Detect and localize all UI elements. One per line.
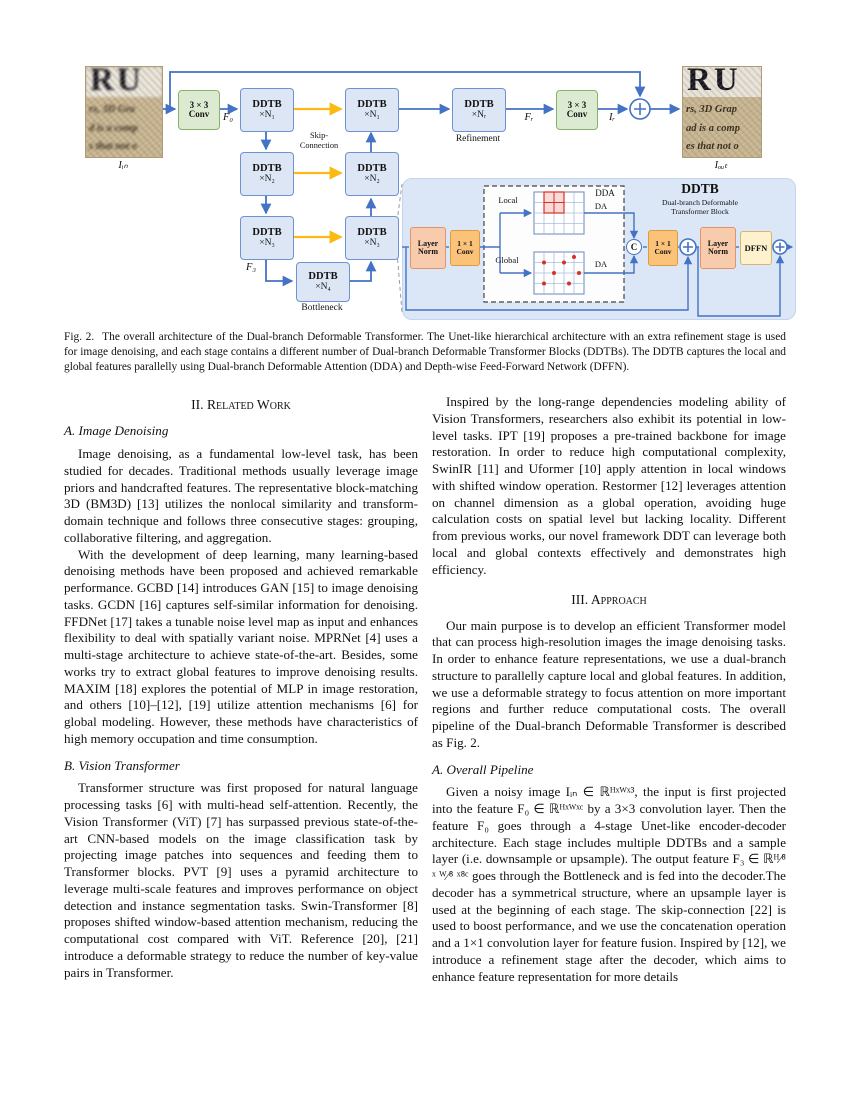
image-headline-text: RU [86, 67, 162, 97]
box-line: Conv [654, 247, 672, 256]
paragraph-approach-intro: Our main purpose is to develop an effici… [432, 617, 786, 750]
label-ir: Iᵣ [608, 112, 616, 123]
image-text-line: d is a comp [89, 122, 138, 134]
block-title: DDTB [357, 227, 387, 238]
global-attention-grid [533, 251, 585, 295]
block-title: DDTB [464, 99, 494, 110]
image-text-line: rs, 3D Gra [89, 104, 135, 115]
label-output-image: Iₒᵤₜ [714, 160, 728, 171]
ddtb-panel-subtitle: Dual-branch Deformable [661, 198, 739, 207]
label-f0: F₀ [222, 112, 234, 123]
block-count: ×N₁ [364, 110, 380, 121]
ddtb-block-refinement: DDTB ×Nᵣ [452, 88, 506, 132]
label-refinement: Refinement [455, 134, 501, 144]
block-title: DDTB [308, 271, 338, 282]
ddtb-panel-title: DDTB [681, 181, 719, 196]
block-title: DDTB [252, 227, 282, 238]
ddtb-block-enc1: DDTB ×N₁ [240, 88, 294, 132]
paragraph-vision-transformer: Transformer structure was first proposed… [64, 780, 418, 980]
ddtb-block-enc3: DDTB ×N₃ [240, 216, 294, 260]
figure-caption-tag: Fig. 2. [64, 331, 95, 343]
block-title: DDTB [252, 99, 282, 110]
conv-3x3-input: 3 × 3 Conv [178, 90, 220, 130]
block-count: ×N₃ [259, 238, 275, 249]
paragraph-overall-pipeline: Given a noisy image Iᵢₙ ∈ ℝᴴˣᵂˣ³, the in… [432, 784, 786, 984]
block-title: DDTB [252, 163, 282, 174]
label-dda: DDA [595, 188, 615, 198]
box-line: DFFN [744, 242, 768, 253]
output-denoised-image: RU rs, 3D Grap ad is a comp es that not … [682, 66, 762, 158]
ddtb-block-dec3: DDTB ×N₃ [345, 216, 399, 260]
label-line: Connection [299, 140, 339, 150]
ddtb-block-dec2: DDTB ×N₂ [345, 152, 399, 196]
label-line: Skip- [310, 131, 328, 140]
figure-caption-text: The overall architecture of the Dual-bra… [64, 331, 786, 374]
label-local: Local [498, 195, 518, 205]
box-line: Conv [188, 109, 210, 119]
box-line: 1 × 1 [457, 239, 473, 249]
box-line: 3 × 3 [567, 99, 587, 110]
label-f3: F₃ [245, 262, 257, 273]
image-text-line: rs, 3D Grap [686, 104, 738, 115]
box-line: Layer [417, 238, 439, 248]
label-global: Global [495, 255, 519, 265]
label-skip-connection: Skip- Connection [294, 131, 344, 150]
paragraph-image-denoising-1: Image denoising, as a fundamental low-le… [64, 446, 418, 545]
label-da-global: DA [594, 259, 608, 269]
box-line: Norm [708, 247, 728, 256]
right-column: Inspired by the long-range dependencies … [432, 394, 786, 985]
ddtb-block-dec1: DDTB ×N₁ [345, 88, 399, 132]
block-count: ×N₂ [259, 174, 275, 185]
ddtb-panel-arrows [402, 208, 794, 317]
label-bottleneck: Bottleneck [301, 303, 343, 313]
label-da-local: DA [594, 201, 608, 211]
zoom-connector-lines [396, 183, 403, 313]
block-count: ×N₃ [364, 238, 380, 249]
ddtb-block-bottleneck: DDTB ×N₄ [296, 262, 350, 302]
block-count: ×N₁ [259, 110, 275, 121]
conv-1x1-a: 1 × 1 Conv [450, 230, 480, 266]
conv-1x1-b: 1 × 1 Conv [648, 230, 678, 266]
section-heading-approach: III. Approach [571, 592, 647, 608]
skip-connection-arrows [294, 102, 343, 244]
label-input-image: Iᵢₙ [118, 160, 128, 171]
box-line: Layer [707, 238, 729, 248]
block-title: DDTB [357, 99, 387, 110]
figure-caption: Fig. 2.The overall architecture of the D… [64, 330, 786, 375]
input-noisy-image: RU rs, 3D Gra d is a comp s that not o [85, 66, 163, 158]
box-line: Conv [566, 109, 588, 119]
block-count: ×N₂ [364, 174, 380, 185]
image-headline-text: RU [683, 67, 761, 97]
image-text-line: ad is a comp [686, 122, 740, 134]
box-line: 3 × 3 [189, 99, 209, 110]
conv-3x3-output: 3 × 3 Conv [556, 90, 598, 130]
block-title: DDTB [357, 163, 387, 174]
ddtb-block-enc2: DDTB ×N₂ [240, 152, 294, 196]
box-line: 1 × 1 [655, 239, 671, 249]
figure-arrows-layer [161, 71, 794, 317]
ddtb-panel-subtitle: Transformer Block [671, 207, 729, 216]
block-count: ×N₄ [315, 282, 331, 293]
subsection-vision-transformer: B. Vision Transformer [64, 757, 180, 773]
paragraph-image-denoising-2: With the development of deep learning, m… [64, 546, 418, 746]
image-text-line: es that not o [686, 141, 739, 152]
dffn-block: DFFN [740, 231, 772, 265]
block-count: ×Nᵣ [471, 110, 487, 121]
layer-norm-2: Layer Norm [700, 227, 736, 269]
paragraph-low-level-transformers: Inspired by the long-range dependencies … [432, 394, 786, 577]
subsection-image-denoising: A. Image Denoising [64, 423, 169, 439]
image-text-line: s that not o [89, 141, 138, 152]
box-line: Norm [418, 247, 438, 256]
local-attention-grid [533, 191, 585, 235]
concat-operator: C [626, 239, 642, 255]
unet-arrows [161, 71, 681, 287]
section-heading-related-work: II. Related Work [191, 397, 291, 412]
subsection-overall-pipeline: A. Overall Pipeline [432, 761, 534, 777]
figure-2-architecture: RU rs, 3D Gra d is a comp s that not o R… [0, 0, 850, 330]
left-column: II. Related Work A. Image Denoising Imag… [64, 394, 418, 981]
layer-norm-1: Layer Norm [410, 227, 446, 269]
label-fr: Fᵣ [524, 112, 534, 123]
add-operators [629, 98, 788, 256]
box-line: Conv [456, 247, 474, 256]
